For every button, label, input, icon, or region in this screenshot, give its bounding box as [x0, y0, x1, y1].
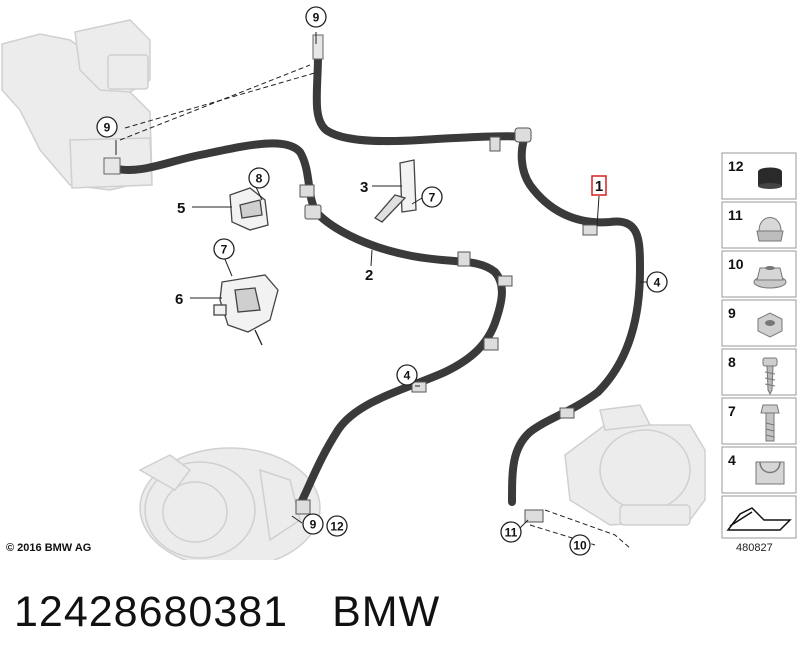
callout-4-right[interactable]: 4 — [646, 271, 668, 293]
legend-number: 8 — [728, 354, 736, 370]
legend-number: 4 — [728, 452, 736, 468]
callout-9-top[interactable]: 9 — [305, 6, 327, 28]
callout-9-bottom[interactable]: 9 — [302, 513, 324, 535]
legend-number: 12 — [728, 158, 744, 174]
legend-number: 9 — [728, 305, 736, 321]
legend-number: 11 — [728, 207, 743, 223]
cap-nut-icon — [758, 167, 782, 189]
callout-7-lower[interactable]: 7 — [213, 238, 235, 260]
clip-icon — [755, 461, 785, 485]
hex-nut-icon — [757, 312, 783, 338]
legend-panel: 12 11 10 9 8 7 4 — [721, 152, 797, 539]
copyright: © 2016 BMW AG — [6, 542, 92, 554]
hose-clips — [295, 127, 598, 523]
legend-item-9[interactable]: 9 — [721, 299, 797, 347]
svg-text:1: 1 — [595, 178, 603, 195]
leader-lines — [115, 32, 647, 531]
svg-text:7: 7 — [221, 243, 228, 257]
legend-item-12[interactable]: 12 — [721, 152, 797, 200]
cable-terminal-left — [103, 157, 121, 175]
image-id: 480827 — [736, 542, 773, 554]
legend-number: 10 — [728, 256, 744, 272]
label-5[interactable]: 5 — [177, 200, 185, 217]
part-number: 12428680381 — [14, 588, 289, 636]
svg-text:12: 12 — [330, 520, 344, 534]
legend-number: 7 — [728, 403, 736, 419]
bracket-5[interactable] — [229, 187, 269, 231]
callout-11-bottom[interactable]: 11 — [500, 521, 522, 543]
parts-diagram: 9 9 8 7 7 4 4 9 12 11 10 1 — [1, 6, 797, 560]
svg-text:9: 9 — [104, 121, 111, 135]
brand: BMW — [332, 588, 441, 636]
acorn-nut-icon — [756, 217, 784, 242]
svg-text:4: 4 — [654, 276, 661, 290]
callout-10-bottom[interactable]: 10 — [569, 534, 591, 556]
svg-text:9: 9 — [313, 11, 320, 25]
svg-text:8: 8 — [256, 172, 263, 186]
cable-terminal-top — [312, 34, 324, 60]
diagram-nav-arrow-icon[interactable] — [721, 495, 797, 539]
flange-nut-icon — [753, 266, 787, 289]
svg-text:11: 11 — [505, 526, 518, 540]
screw-icon — [762, 357, 778, 396]
starter-motor-ghost — [564, 404, 706, 526]
caption: 12428680381 BMW — [14, 588, 440, 637]
callout-12-bottom[interactable]: 12 — [326, 515, 348, 537]
label-2[interactable]: 2 — [365, 267, 373, 284]
bolt-icon — [760, 404, 780, 442]
label-3[interactable]: 3 — [360, 179, 368, 196]
legend-item-7[interactable]: 7 — [721, 397, 797, 445]
callout-9-left[interactable]: 9 — [96, 116, 118, 138]
legend-item-4[interactable]: 4 — [721, 446, 797, 494]
legend-item-10[interactable]: 10 — [721, 250, 797, 298]
label-6[interactable]: 6 — [175, 291, 183, 308]
svg-text:9: 9 — [310, 518, 317, 532]
battery-housing-ghost — [1, 19, 153, 191]
callout-4-mid[interactable]: 4 — [396, 364, 418, 386]
label-1-highlighted[interactable]: 1 — [591, 175, 607, 196]
legend-item-8[interactable]: 8 — [721, 348, 797, 396]
callout-8[interactable]: 8 — [248, 167, 270, 189]
bracket-3[interactable] — [373, 159, 417, 223]
svg-text:10: 10 — [573, 539, 587, 553]
callout-7-upper[interactable]: 7 — [421, 186, 443, 208]
svg-text:7: 7 — [429, 191, 436, 205]
alternator-ghost — [138, 447, 321, 560]
svg-text:4: 4 — [404, 369, 411, 383]
battery-cable-2[interactable] — [108, 139, 506, 509]
legend-item-11[interactable]: 11 — [721, 201, 797, 249]
bracket-6[interactable] — [213, 274, 279, 346]
